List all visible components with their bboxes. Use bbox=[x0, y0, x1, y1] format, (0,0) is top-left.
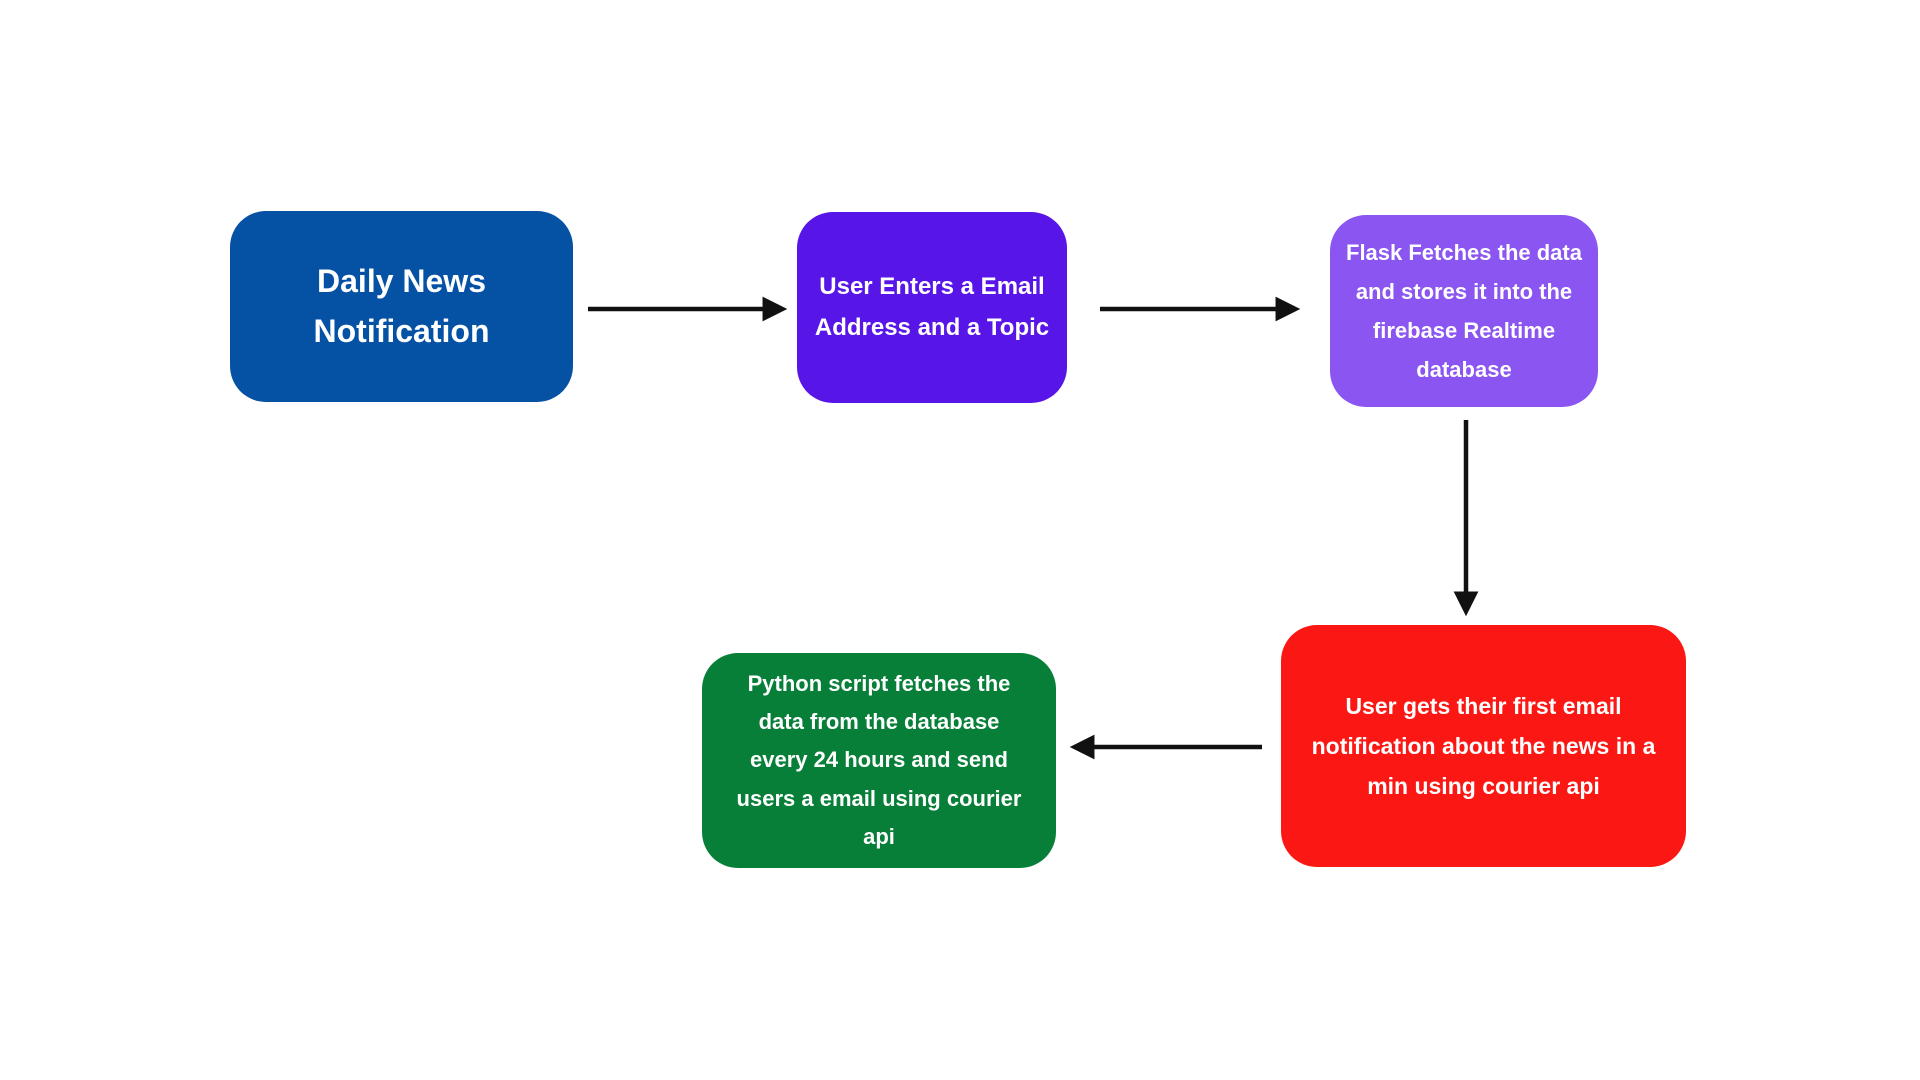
node-user-notification: User gets their first email notification… bbox=[1281, 625, 1686, 867]
node-flask-fetches: Flask Fetches the data and stores it int… bbox=[1330, 215, 1598, 407]
node-python-script-label: Python script fetches the data from the … bbox=[736, 670, 1022, 849]
node-user-enters-label: User Enters a Email Address and a Topic bbox=[814, 272, 1050, 341]
node-daily-news-label: Daily News Notification bbox=[313, 262, 490, 349]
node-user-enters: User Enters a Email Address and a Topic bbox=[797, 212, 1067, 403]
node-user-notification-label: User gets their first email notification… bbox=[1311, 692, 1656, 800]
node-daily-news: Daily News Notification bbox=[230, 211, 573, 402]
node-python-script: Python script fetches the data from the … bbox=[702, 653, 1056, 868]
node-flask-fetches-label: Flask Fetches the data and stores it int… bbox=[1346, 239, 1582, 383]
